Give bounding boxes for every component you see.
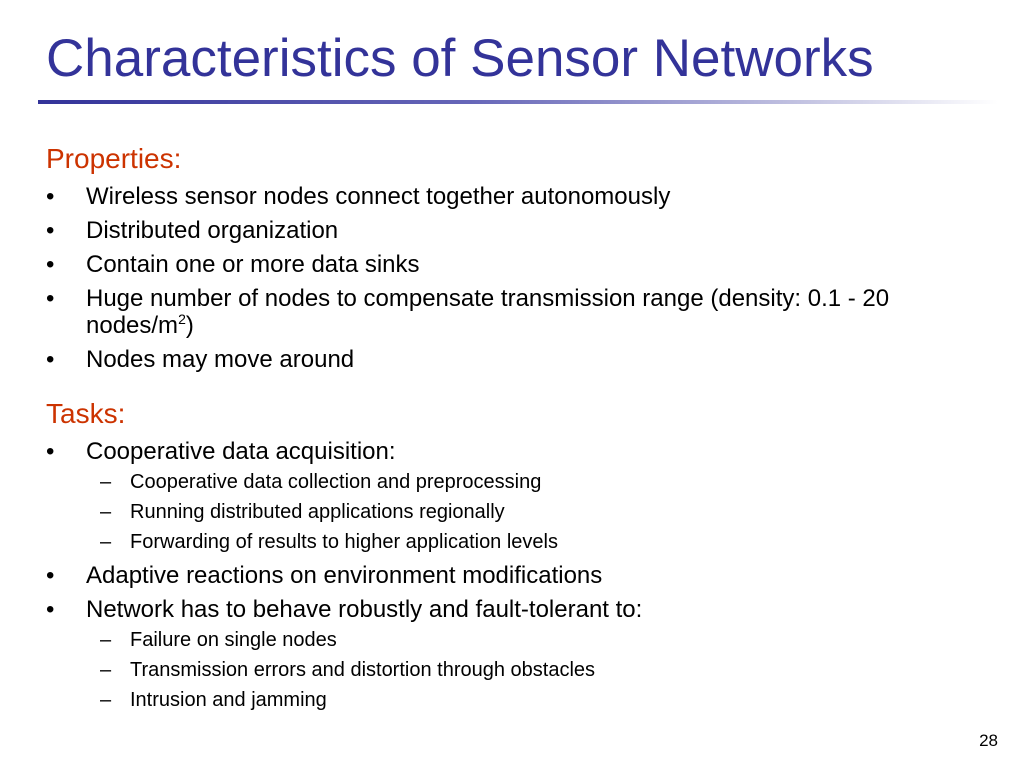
sub-list-item-text: Running distributed applications regiona… — [130, 501, 505, 523]
list-item-text: Nodes may move around — [86, 346, 355, 373]
bullet-icon: • — [46, 346, 55, 373]
tasks-list: • Cooperative data acquisition: – Cooper… — [46, 438, 996, 713]
sub-list-item: – Failure on single nodes — [86, 627, 996, 653]
dash-icon: – — [100, 659, 112, 681]
list-item-text: Wireless sensor nodes connect together a… — [86, 183, 671, 210]
sub-list-item-text: Forwarding of results to higher applicat… — [130, 531, 558, 553]
bullet-icon: • — [46, 285, 55, 312]
bullet-icon: • — [46, 438, 55, 465]
dash-icon: – — [100, 501, 112, 523]
list-item: • Network has to behave robustly and fau… — [46, 596, 996, 713]
sub-list: – Failure on single nodes – Transmission… — [86, 627, 996, 713]
slide-content: Properties: • Wireless sensor nodes conn… — [46, 142, 996, 713]
list-item: • Nodes may move around — [46, 346, 996, 373]
list-item-text: Cooperative data acquisition: — [86, 438, 396, 465]
sub-list-item: – Cooperative data collection and prepro… — [86, 469, 996, 495]
list-item-text: Distributed organization — [86, 217, 339, 244]
dash-icon: – — [100, 689, 112, 711]
page-number: 28 — [979, 731, 998, 750]
title-underline — [38, 100, 998, 104]
list-item-text: Huge number of nodes to compensate trans… — [86, 285, 890, 339]
dash-icon: – — [100, 629, 112, 651]
properties-list: • Wireless sensor nodes connect together… — [46, 183, 996, 373]
bullet-icon: • — [46, 217, 55, 244]
sub-list-item: – Intrusion and jamming — [86, 687, 996, 713]
list-item-suffix: ) — [185, 312, 194, 339]
list-item: • Huge number of nodes to compensate tra… — [46, 285, 996, 339]
sub-list-item-text: Failure on single nodes — [130, 629, 337, 651]
tasks-heading: Tasks: — [46, 398, 126, 429]
sub-list-item-text: Intrusion and jamming — [130, 689, 327, 711]
list-item-text: Contain one or more data sinks — [86, 251, 420, 278]
superscript: 2 — [178, 311, 186, 327]
bullet-icon: • — [46, 562, 55, 589]
sub-list-item-text: Cooperative data collection and preproce… — [130, 471, 542, 493]
dash-icon: – — [100, 531, 112, 553]
list-item-text: Adaptive reactions on environment modifi… — [86, 562, 603, 589]
list-item: • Cooperative data acquisition: – Cooper… — [46, 438, 996, 555]
slide-title: Characteristics of Sensor Networks — [46, 29, 874, 88]
sub-list-item-text: Transmission errors and distortion throu… — [130, 659, 596, 681]
sub-list-item: – Running distributed applications regio… — [86, 499, 996, 525]
bullet-icon: • — [46, 251, 55, 278]
list-item: • Distributed organization — [46, 217, 996, 244]
bullet-icon: • — [46, 596, 55, 623]
list-item: • Contain one or more data sinks — [46, 251, 996, 278]
properties-heading: Properties: — [46, 143, 182, 174]
sub-list-item: – Transmission errors and distortion thr… — [86, 657, 996, 683]
list-item-text: Network has to behave robustly and fault… — [86, 596, 643, 623]
sub-list-item: – Forwarding of results to higher applic… — [86, 529, 996, 555]
sub-list: – Cooperative data collection and prepro… — [86, 469, 996, 555]
dash-icon: – — [100, 471, 112, 493]
list-item: • Wireless sensor nodes connect together… — [46, 183, 996, 210]
list-item: • Adaptive reactions on environment modi… — [46, 562, 996, 589]
bullet-icon: • — [46, 183, 55, 210]
